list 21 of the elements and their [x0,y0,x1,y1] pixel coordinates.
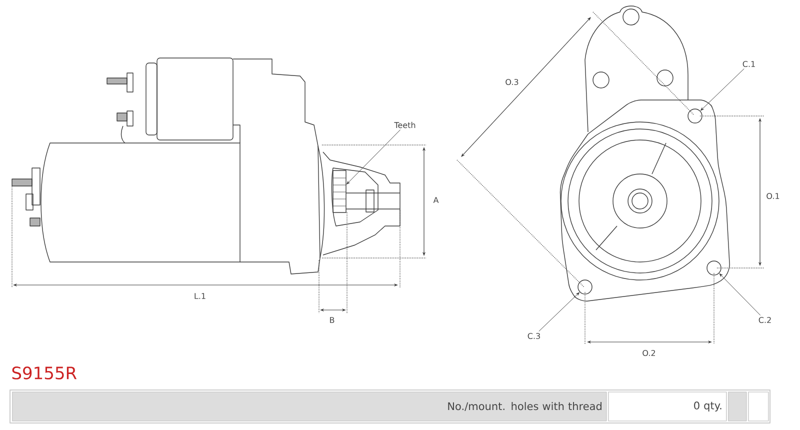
mounting-hole [578,280,592,294]
callout-label: C.1 [742,60,755,68]
callout-label: C.2 [758,316,771,324]
callout-label: C.3 [528,332,540,339]
leader-line [700,68,744,111]
table-cell: No./mount. holes with thread [12,392,607,422]
part-number-title: S9155R [12,366,77,380]
dimension-label: O.2 [642,350,655,356]
dimension-label: B [330,317,334,323]
dimension-label: O.1 [766,192,780,200]
mounting-hole [706,260,722,276]
pinion-teeth [332,170,346,213]
dimension-label: L.1 [194,293,206,299]
callout-label: Teeth [394,122,416,128]
dimension-label: O.3 [506,78,518,86]
leader-line [538,292,580,332]
leader-line [719,274,761,316]
mounting-hole [688,108,702,124]
table-cell: 0 qty. [608,392,727,422]
leader-line [346,130,401,184]
dimension-label: A [433,197,439,203]
